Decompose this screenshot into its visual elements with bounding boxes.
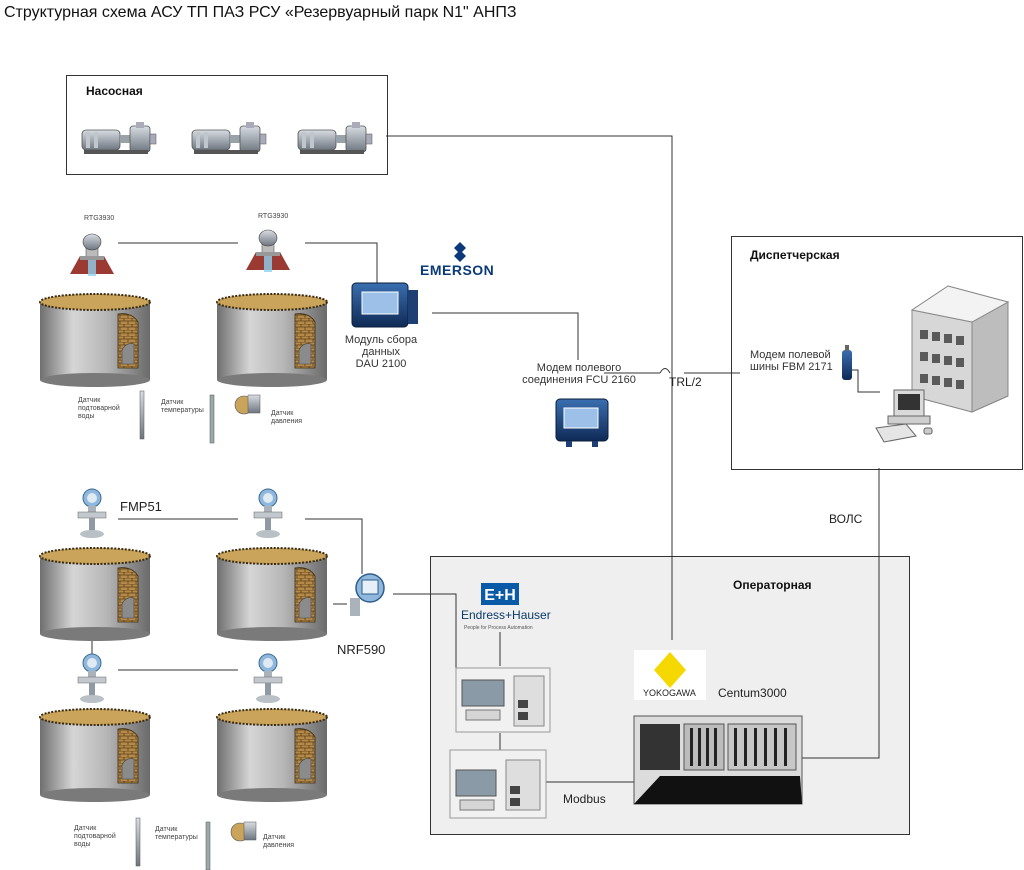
tank-4-icon [216, 547, 328, 642]
svg-text:E+H: E+H [484, 587, 516, 604]
nrf590-icon [350, 573, 385, 616]
modbus-label: Modbus [563, 792, 606, 806]
fmp51-radar-2-icon [253, 488, 283, 539]
nrf590-label: NRF590 [337, 642, 386, 657]
eh-name: Endress+Hauser [461, 608, 551, 622]
fbm-modem-icon [842, 345, 852, 380]
vols-label: ВОЛС [829, 512, 863, 526]
rtg2-label: RTG3930 [258, 213, 289, 220]
connection-lines [91, 135, 880, 783]
fbm-line2: шины FBM 2171 [750, 361, 833, 373]
pump-2-icon [191, 121, 267, 155]
dau-label: Модуль сбора данных DAU 2100 [336, 334, 426, 370]
pump-room-label: Насосная [86, 84, 143, 98]
tank-2-icon [216, 293, 328, 388]
emerson-logo-mark [454, 242, 466, 262]
fmp51-radar-3-icon [77, 653, 107, 704]
tank-6-icon [216, 708, 328, 803]
dispatch-label: Диспетчерская [750, 248, 840, 262]
pump-3-icon [297, 121, 373, 155]
tank-1-icon [39, 293, 151, 388]
fbm-line1: Модем полевой [750, 349, 831, 361]
tank-3-icon [39, 547, 151, 642]
yokogawa-name: YOKOGAWA [643, 688, 696, 698]
emerson-logo-text: EMERSON [420, 262, 495, 278]
fbm-label: Модем полевой шины FBM 2171 [750, 349, 833, 373]
fcu-line2: соединения FCU 2160 [522, 374, 636, 386]
eh-logo-icon: E+H [481, 583, 519, 605]
dau-line3: DAU 2100 [355, 358, 407, 370]
workstation-icon [875, 389, 933, 443]
pump-room-box [66, 75, 388, 175]
eh-tagline: People for Process Automation [464, 625, 533, 631]
rtg1-label: RTG3930 [84, 215, 115, 222]
fcu-line1: Модем полевого [536, 362, 622, 374]
dau-line2: данных [361, 346, 401, 358]
pump-1-icon [81, 121, 157, 155]
fmp51-radar-1-icon [77, 488, 107, 539]
fcu-modem-icon [555, 398, 609, 447]
dau-line1: Модуль сбора [344, 334, 418, 346]
yokogawa-logo-icon [634, 650, 706, 700]
centum3000-rack-icon [633, 715, 803, 805]
rtg-radar-2-icon [245, 229, 291, 273]
fmp51-label: FMP51 [120, 499, 162, 514]
trl-label: TRL/2 [669, 375, 702, 389]
rtg-radar-1-icon [69, 233, 115, 277]
eh-controller-2-icon [449, 749, 547, 819]
eh-controller-1-icon [455, 667, 551, 733]
operator-label: Операторная [733, 578, 812, 592]
tank-5-icon [39, 708, 151, 803]
fmp51-radar-4-icon [253, 653, 283, 704]
building-icon [910, 285, 1010, 413]
diagram-title: Структурная схема АСУ ТП ПАЗ РСУ «Резерв… [4, 4, 517, 21]
dau-module-icon [351, 282, 418, 328]
centum3000-label: Centum3000 [718, 686, 787, 700]
fcu-label: Модем полевого соединения FCU 2160 [514, 362, 644, 386]
